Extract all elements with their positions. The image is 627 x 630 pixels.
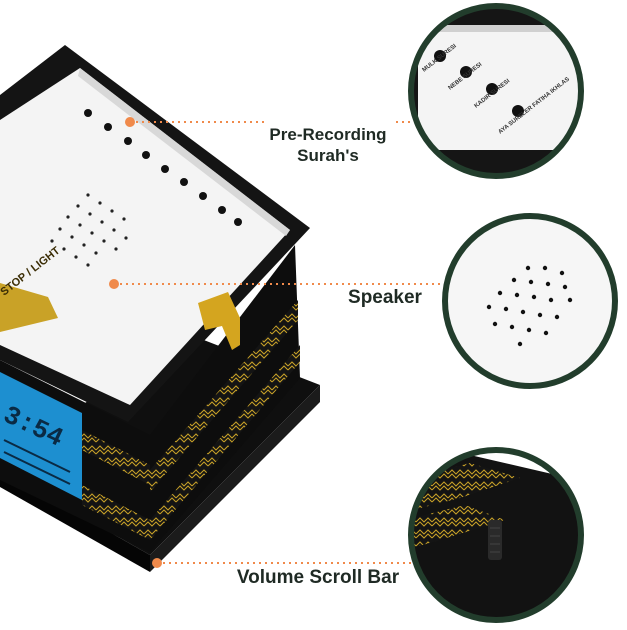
label-speaker: Speaker [348, 287, 422, 308]
stop-light-plate [0, 283, 58, 332]
zoom-volume [411, 450, 581, 620]
speaker-grid [50, 193, 128, 267]
label-volume-scroll-bar: Volume Scroll Bar [236, 567, 400, 588]
zoom-buttons: MULK SURESI NEBE SURESI KADIR SURESI AYA… [411, 6, 581, 176]
gold-clip [198, 292, 240, 350]
label-pre-recording-line2: Surah's [297, 146, 359, 165]
label-pre-recording: Pre-Recording Surah's [258, 124, 398, 166]
surah-buttons [84, 109, 242, 226]
volume-wheel [488, 520, 502, 560]
zoom-ring-middle [442, 213, 618, 389]
zoom-ring-bottom [408, 447, 584, 623]
zoom-speaker [445, 216, 615, 386]
top-panel [0, 68, 290, 405]
zoom-ring-top [408, 3, 584, 179]
label-pre-recording-line1: Pre-Recording [269, 125, 387, 144]
